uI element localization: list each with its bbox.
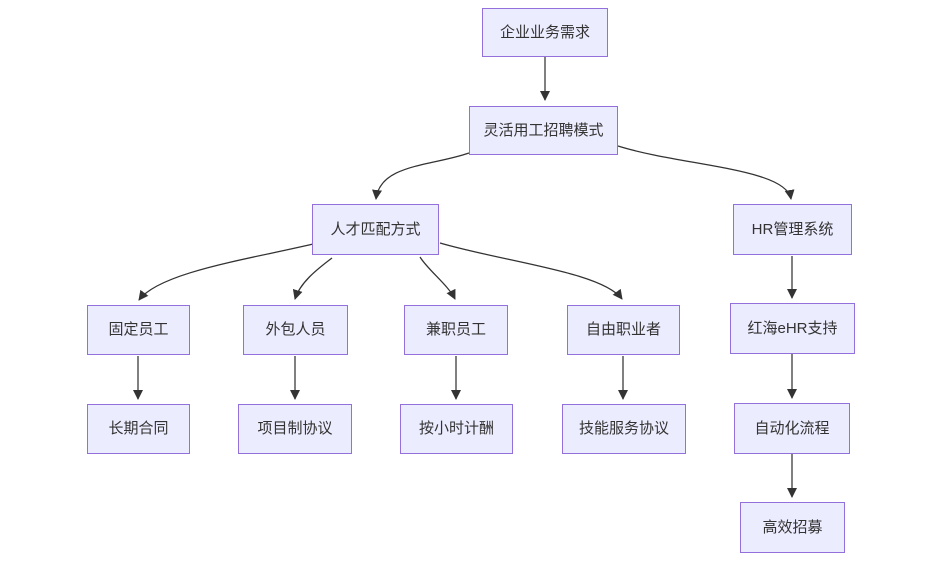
node-honghai-ehr-support: 红海eHR支持 [730,303,855,354]
node-label: 按小时计酬 [418,420,494,437]
node-enterprise-business-needs: 企业业务需求 [482,8,608,57]
node-hourly-pay: 按小时计酬 [400,404,513,454]
edge-n3-n6 [292,257,333,300]
node-label: 项目制协议 [257,420,333,437]
node-label: 外包人员 [265,321,326,338]
node-label: 人才匹配方式 [330,220,421,238]
node-label: 企业业务需求 [499,23,590,41]
node-label: 固定员工 [108,321,169,338]
node-label: HR管理系统 [751,220,834,238]
node-label: 长期合同 [108,420,169,437]
node-fixed-employees: 固定员工 [87,305,190,355]
edge-n3-n5 [138,243,314,301]
node-label: 兼职员工 [425,321,486,338]
node-label: 灵活用工招聘模式 [483,121,604,139]
edge-n3-n7 [419,256,456,300]
node-label: 红海eHR支持 [747,319,838,337]
node-efficient-recruiting: 高效招募 [740,502,845,553]
node-outsourced-staff: 外包人员 [243,305,348,355]
node-label: 高效招募 [762,518,823,536]
node-project-based-agreement: 项目制协议 [238,404,352,454]
node-automated-process: 自动化流程 [734,403,850,454]
node-label: 自动化流程 [754,419,830,437]
node-skill-service-agreement: 技能服务协议 [562,404,686,454]
edge-n2-n3 [372,152,470,200]
node-label: 自由职业者 [585,321,661,338]
node-part-time-employees: 兼职员工 [404,305,508,355]
node-label: 技能服务协议 [578,420,669,437]
edge-n2-n4 [617,145,795,200]
node-flexible-staffing-recruitment-model: 灵活用工招聘模式 [469,106,618,155]
node-hr-management-system: HR管理系统 [733,204,852,255]
node-long-term-contract: 长期合同 [87,404,190,454]
node-talent-matching-methods: 人才匹配方式 [312,204,439,255]
node-freelancers: 自由职业者 [567,305,680,355]
edge-n3-n8 [439,242,623,300]
